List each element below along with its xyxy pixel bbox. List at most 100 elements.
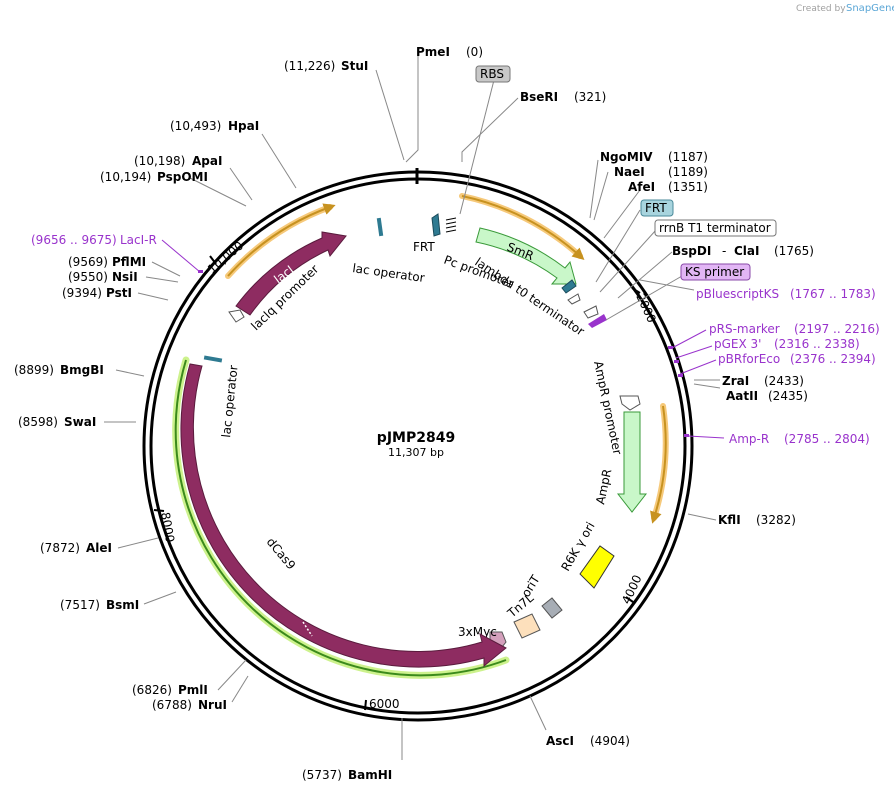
site-NsiI-name: NsiI [112, 270, 138, 284]
site-ZraI-pos: (2433) [764, 374, 804, 388]
site-PflMI-name: PflMI [112, 255, 146, 269]
credit-brand: SnapGene [846, 3, 894, 14]
feature-KS-primer-mark [588, 314, 607, 328]
site-AleI-pos: (7872) [40, 541, 80, 555]
site-StuI-pos: (11,226) [284, 59, 335, 73]
primer-Amp-R-range: (2785 .. 2804) [784, 432, 870, 446]
site-AfeI-pos: (1351) [668, 180, 708, 194]
site-AscI-pos: (4904) [590, 734, 630, 748]
feature-terminator-mark [583, 305, 599, 319]
feature-lac-operator-top [376, 217, 384, 237]
site-BamHI-pos: (5737) [302, 768, 342, 782]
tick-10000 [209, 255, 217, 265]
site-BamHI-name: BamHI [348, 768, 392, 782]
feature-AmpR-promoter-arrow [619, 395, 641, 411]
site-BmgBI-name: BmgBI [60, 363, 104, 377]
feature-AmpR-promoter-label: AmpR promoter [591, 360, 625, 456]
site-StuI-name: StuI [341, 59, 368, 73]
site-BseRI-pos: (321) [574, 90, 606, 104]
feature-FRT-top-label: FRT [413, 240, 435, 254]
feature-dCas9-label: dCas9 [264, 535, 299, 573]
primer-pBRforEco-range: (2376 .. 2394) [790, 352, 876, 366]
box-rrnB-T1: rrnB T1 terminator [659, 221, 771, 235]
highlight-arc-lacI [227, 203, 336, 277]
feature-lac-operator-top-label: lac operator [352, 261, 426, 285]
tick-8000 [153, 509, 165, 512]
tick-4000 [625, 596, 634, 603]
highlight-arc-dCas9 [174, 359, 507, 677]
site-SwaI-name: SwaI [64, 415, 96, 429]
boxed-labels: RBS FRT rrnB T1 terminator KS primer [475, 65, 777, 281]
primer-pBRforEco-name: pBRforEco [718, 352, 780, 366]
site-NruI-name: NruI [198, 698, 227, 712]
site-HpaI-pos: (10,493) [170, 119, 221, 133]
box-FRT: FRT [645, 201, 667, 215]
site-NaeI-pos: (1189) [668, 165, 708, 179]
feature-dCas9-start-divider [202, 369, 219, 373]
site-AleI-name: AleI [86, 541, 112, 555]
site-BseRI-name: BseRI [520, 90, 558, 104]
tick-6000 [364, 699, 367, 711]
site-ApaI-pos: (10,198) [134, 154, 185, 168]
box-KS-primer: KS primer [685, 265, 744, 279]
site-ZraI-name: ZraI [722, 374, 749, 388]
site-PflMI-pos: (9569) [68, 255, 108, 269]
feature-SmR[interactable] [475, 227, 577, 285]
site-AatII-name: AatII [726, 389, 758, 403]
site-AscI-name: AscI [546, 734, 574, 748]
primer-pRS-marker-range: (2197 .. 2216) [794, 322, 880, 336]
box-RBS: RBS [480, 67, 504, 81]
feature-oriT [541, 597, 563, 619]
plasmid-size: 11,307 bp [388, 446, 444, 459]
credit-prefix: Created by [796, 4, 846, 14]
feature-Pc-promoter-mark [445, 217, 457, 233]
site-ClaI-pos: (1765) [774, 244, 814, 258]
feature-lacIq-promoter-arrow [228, 309, 245, 323]
site-PmlI-pos: (6826) [132, 683, 172, 697]
feature-dCas9[interactable] [180, 363, 507, 668]
tick-label-4000: 4000 [619, 573, 645, 607]
site-BsmI-name: BsmI [106, 598, 139, 612]
site-NgoMIV-pos: (1187) [668, 150, 708, 164]
site-BsmI-pos: (7517) [60, 598, 100, 612]
site-NsiI-pos: (9550) [68, 270, 108, 284]
site-leader-lines [104, 56, 721, 760]
feature-AmpR-label: AmpR [593, 468, 614, 506]
site-PstI-name: PstI [106, 286, 132, 300]
feature-FRT-right [561, 279, 577, 294]
site-labels: PmeI (0) BseRI (321) (11,226) StuI (10,4… [14, 45, 814, 782]
site-NruI-pos: (6788) [152, 698, 192, 712]
site-BspDI-name: BspDI [672, 244, 711, 258]
site-ClaI-name: ClaI [734, 244, 759, 258]
primer-pGEX3-name: pGEX 3' [714, 337, 761, 351]
primer-Amp-R-name: Amp-R [729, 432, 769, 446]
highlight-arc-AmpR [650, 405, 667, 524]
site-PspOMI-name: PspOMI [157, 170, 208, 184]
feature-SmR-label: SmR [505, 240, 536, 263]
plasmid-name: pJMP2849 [377, 430, 455, 446]
site-SwaI-pos: (8598) [18, 415, 58, 429]
primer-marks [198, 270, 689, 437]
feature-lacI[interactable] [235, 231, 347, 316]
tick-label-8000: 8000 [158, 511, 177, 544]
primer-leader-lines [161, 239, 725, 439]
site-AatII-pos: (2435) [768, 389, 808, 403]
feature-lac-operator-left [203, 355, 223, 363]
site-NgoMIV-name: NgoMIV [600, 150, 653, 164]
site-NaeI-name: NaeI [614, 165, 645, 179]
feature-Tn7L [513, 613, 541, 639]
site-PstI-pos: (9394) [62, 286, 102, 300]
site-separator: - [722, 244, 726, 258]
feature-lac-operator-left-label-visible: lac operator [219, 364, 241, 438]
tick-label-6000: 6000 [369, 697, 400, 711]
feature-AmpR[interactable] [616, 411, 648, 513]
feature-R6K-ori[interactable] [579, 545, 615, 589]
feature-3xMyc-label: 3xMyc [458, 625, 497, 639]
primer-pRS-marker-name: pRS-marker [709, 322, 780, 336]
site-PmlI-name: PmlI [178, 683, 208, 697]
site-BmgBI-pos: (8899) [14, 363, 54, 377]
primer-pBluescriptKS-range: (1767 .. 1783) [790, 287, 876, 301]
feature-dCas9-divider [302, 621, 313, 637]
